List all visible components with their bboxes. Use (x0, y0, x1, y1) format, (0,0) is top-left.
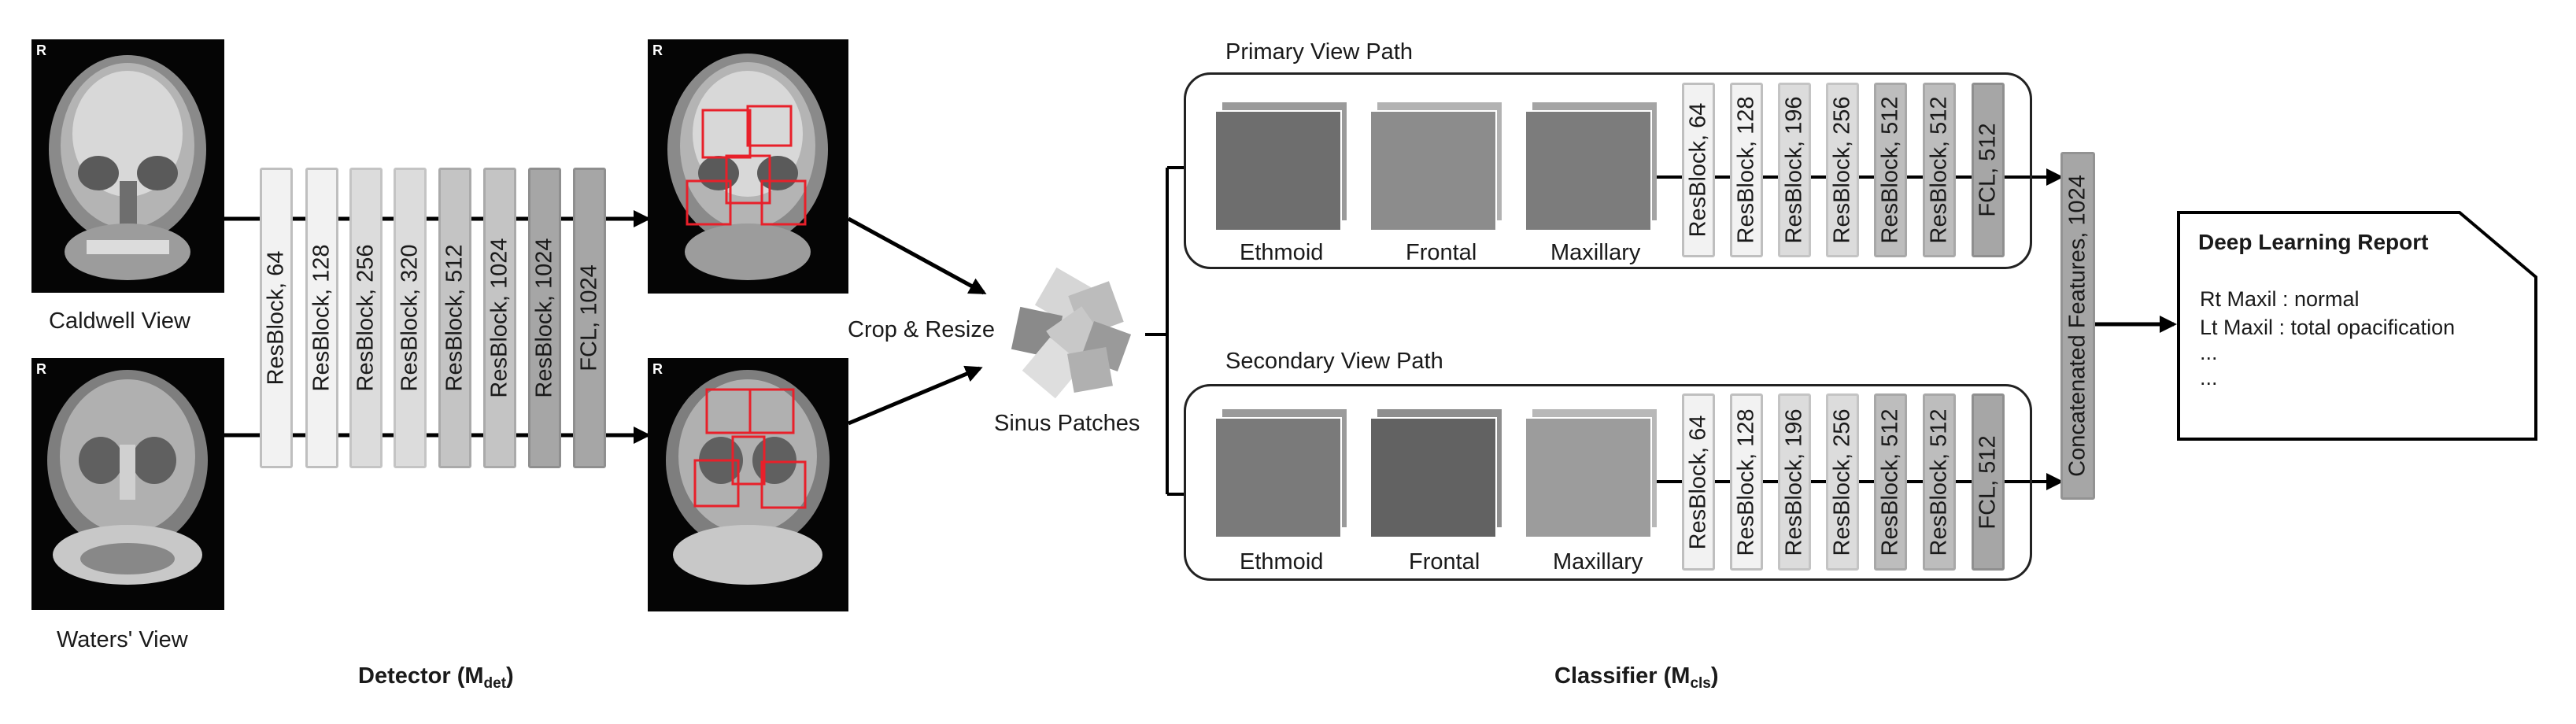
ethmoid-patch-stack (1214, 409, 1348, 543)
detector-block-4: ResBlock, 320 (394, 168, 427, 468)
detector-block-8: FCL, 1024 (573, 168, 606, 468)
detector-block-2: ResBlock, 128 (305, 168, 338, 468)
caldwell-caption: Caldwell View (49, 308, 190, 334)
secondary-block-6: ResBlock, 512 (1923, 393, 1956, 571)
skull-illustration (47, 370, 208, 585)
primary-block-6: ResBlock, 512 (1923, 83, 1956, 257)
caldwell-detection-image: R (648, 39, 848, 294)
secondary-block-7: FCL, 512 (1972, 393, 2005, 571)
waters-xray-image: R (31, 358, 224, 610)
primary-path-panel (1184, 72, 2032, 269)
ethmoid-label: Ethmoid (1240, 240, 1324, 265)
side-marker: R (36, 42, 46, 58)
report-line-3: ... (2200, 341, 2218, 364)
report-line-1: Rt Maxil : normal (2200, 287, 2360, 311)
skull-with-boxes (667, 54, 828, 280)
primary-block-5: ResBlock, 512 (1874, 83, 1907, 257)
detector-block-5: ResBlock, 512 (438, 168, 471, 468)
skull-with-boxes (666, 370, 830, 585)
report-title: Deep Learning Report (2198, 230, 2429, 254)
concatenated-features-block: Concatenated Features, 1024 (2060, 152, 2095, 500)
side-marker: R (652, 361, 663, 377)
secondary-block-4: ResBlock, 256 (1826, 393, 1859, 571)
primary-block-2: ResBlock, 128 (1730, 83, 1763, 257)
classifier-title: Classifier (Mcls) (1554, 663, 1719, 692)
maxillary-label: Maxillary (1550, 240, 1641, 265)
secondary-path-title: Secondary View Path (1225, 349, 1443, 374)
report-line-2: Lt Maxil : total opacification (2200, 316, 2456, 339)
primary-block-7: FCL, 512 (1972, 83, 2005, 257)
frontal-label: Frontal (1406, 240, 1477, 265)
frontal-patch-stack (1369, 102, 1503, 236)
primary-path-title: Primary View Path (1225, 39, 1413, 65)
secondary-block-1: ResBlock, 64 (1682, 393, 1715, 571)
detector-block-3: ResBlock, 256 (349, 168, 383, 468)
side-marker: R (652, 42, 663, 58)
caldwell-xray-image: R (31, 39, 224, 293)
maxillary-patch-stack (1525, 409, 1658, 543)
ethmoid-label: Ethmoid (1240, 549, 1324, 574)
primary-block-3: ResBlock, 196 (1778, 83, 1811, 257)
waters-caption: Waters' View (57, 627, 188, 652)
report-box (2177, 211, 2537, 441)
detector-block-7: ResBlock, 1024 (528, 168, 561, 468)
maxillary-label: Maxillary (1553, 549, 1643, 574)
crop-resize-label: Crop & Resize (848, 317, 995, 342)
sinus-patches-stack (1011, 267, 1145, 399)
sinus-patches-label: Sinus Patches (994, 411, 1140, 436)
secondary-block-2: ResBlock, 128 (1730, 393, 1763, 571)
detector-block-1: ResBlock, 64 (260, 168, 293, 468)
waters-detection-image: R (648, 358, 848, 611)
maxillary-patch-stack (1525, 102, 1658, 236)
report-panel: Deep Learning Report Rt Maxil : normal L… (2179, 212, 2537, 441)
report-line-4: ... (2200, 366, 2218, 390)
secondary-block-3: ResBlock, 196 (1778, 393, 1811, 571)
side-marker: R (36, 361, 46, 377)
frontal-patch-stack (1369, 409, 1503, 543)
secondary-block-5: ResBlock, 512 (1874, 393, 1907, 571)
primary-block-4: ResBlock, 256 (1826, 83, 1859, 257)
detector-block-6: ResBlock, 1024 (483, 168, 516, 468)
frontal-label: Frontal (1409, 549, 1480, 574)
primary-block-1: ResBlock, 64 (1682, 83, 1715, 257)
secondary-path-panel (1184, 384, 2032, 581)
arrow-to-crop-top (847, 216, 987, 295)
detector-title: Detector (Mdet) (358, 663, 514, 692)
skull-illustration (49, 55, 206, 280)
arrow-to-crop-bottom (848, 365, 983, 426)
ethmoid-patch-stack (1214, 102, 1348, 236)
